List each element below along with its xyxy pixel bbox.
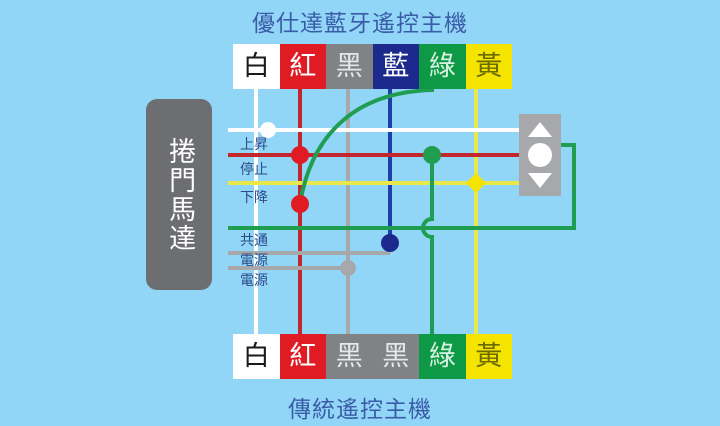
bottom-block-yellow-label: 黃: [475, 341, 503, 372]
wire-green-curve: [298, 88, 434, 205]
page-title-bottom: 傳統遙控主機: [288, 397, 432, 423]
gray-junction-dot: [340, 260, 356, 276]
bottom-block-red[interactable]: 紅: [279, 334, 326, 379]
terminal-label-common: 共通: [240, 233, 268, 249]
remote-control: [519, 114, 561, 196]
top-block-green[interactable]: 綠: [419, 44, 466, 89]
terminal-label-up: 上昇: [240, 137, 268, 153]
blue-junction-dot: [381, 234, 399, 252]
white-junction-dot: [260, 122, 276, 138]
motor-label: 捲門馬達: [164, 136, 196, 253]
top-block-yellow[interactable]: 黃: [465, 44, 512, 89]
yellow-junction-dot: [466, 173, 486, 193]
bottom-block-green-label: 綠: [428, 341, 456, 372]
bottom-block-red-label: 紅: [289, 341, 317, 372]
terminal-label-power-2: 電源: [240, 273, 268, 289]
top-block-black-label: 黑: [335, 51, 363, 82]
green-junction-dot: [423, 146, 441, 164]
red-junction-dn-dot: [291, 195, 309, 213]
top-block-white-label: 白: [242, 51, 270, 82]
terminal-label-stop: 停止: [240, 162, 268, 178]
terminal-label-power-1: 電源: [240, 253, 268, 269]
bottom-block-black2-label: 黑: [382, 341, 410, 372]
bottom-block-white[interactable]: 白: [233, 334, 280, 379]
top-block-black[interactable]: 黑: [326, 44, 373, 89]
bottom-block-green[interactable]: 綠: [419, 334, 466, 379]
wire-green-loop: [421, 155, 434, 336]
top-block-blue-label: 藍: [382, 51, 410, 82]
top-block-white[interactable]: 白: [233, 44, 280, 89]
page-title-top: 優仕達藍牙遙控主機: [252, 11, 468, 37]
top-block-green-label: 綠: [428, 51, 456, 82]
bottom-connector-blocks: 白 紅 黑 黑 綠 黃: [233, 334, 512, 379]
motor-box: 捲門馬達: [146, 99, 212, 290]
bottom-block-yellow[interactable]: 黃: [465, 334, 512, 379]
bottom-block-black1[interactable]: 黑: [326, 334, 373, 379]
top-block-red-label: 紅: [289, 51, 317, 82]
bottom-block-white-label: 白: [242, 341, 270, 372]
bottom-block-black2[interactable]: 黑: [372, 334, 419, 379]
up-arrow-icon[interactable]: [528, 122, 552, 137]
terminal-label-down: 下降: [240, 190, 268, 206]
red-junction-up-dot: [291, 146, 309, 164]
top-connector-blocks: 白 紅 黑 藍 綠 黃: [233, 44, 512, 89]
stop-circle-icon[interactable]: [528, 143, 552, 167]
top-block-blue[interactable]: 藍: [372, 44, 419, 89]
top-block-yellow-label: 黃: [475, 51, 503, 82]
down-arrow-icon[interactable]: [528, 173, 552, 188]
bottom-block-black1-label: 黑: [335, 341, 363, 372]
top-block-red[interactable]: 紅: [279, 44, 326, 89]
